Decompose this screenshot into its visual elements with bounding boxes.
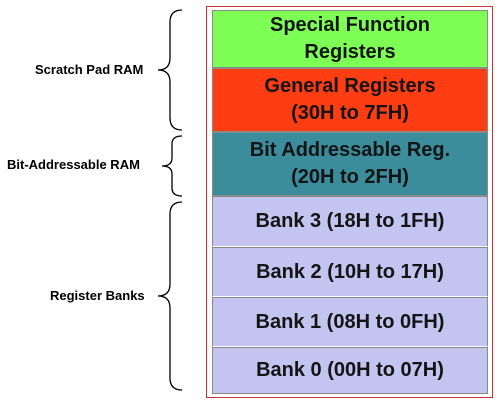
label-bit-addressable-ram: Bit-Addressable RAM: [7, 157, 140, 172]
block-bank-3: Bank 3 (18H to 1FH): [212, 196, 488, 247]
brace-bit-addressable: [161, 135, 183, 197]
block-bank-0: Bank 0 (00H to 07H): [212, 347, 488, 394]
block-bank-2: Bank 2 (10H to 17H): [212, 247, 488, 297]
label-scratch-pad-ram: Scratch Pad RAM: [35, 62, 144, 77]
block-bank3-text: Bank 3 (18H to 1FH): [255, 210, 445, 232]
block-bank2-text: Bank 2 (10H to 17H): [256, 260, 444, 283]
block-bank0-text: Bank 0 (00H to 07H): [256, 359, 444, 381]
block-bit-line2: (20H to 2FH): [291, 166, 409, 188]
block-bit-addressable-reg: Bit Addressable Reg. (20H to 2FH): [212, 132, 488, 196]
block-bit-line1: Bit Addressable Reg.: [249, 139, 451, 161]
block-general-registers: General Registers (30H to 7FH): [212, 68, 488, 132]
block-general-line1: General Registers: [264, 75, 436, 97]
brace-register-banks: [157, 201, 183, 391]
block-general-line2: (30H to 7FH): [291, 102, 409, 124]
label-register-banks: Register Banks: [50, 288, 145, 303]
brace-scratch-pad: [157, 9, 183, 131]
block-special-function-registers: Special Function Registers: [212, 10, 488, 68]
block-bank-1: Bank 1 (08H to 0FH): [212, 297, 488, 347]
memory-map-frame: [206, 6, 493, 398]
block-sfr-line1: Special Function: [269, 14, 431, 36]
block-bank1-text: Bank 1 (08H to 0FH): [255, 310, 445, 333]
block-sfr-line2: Registers: [304, 41, 396, 63]
